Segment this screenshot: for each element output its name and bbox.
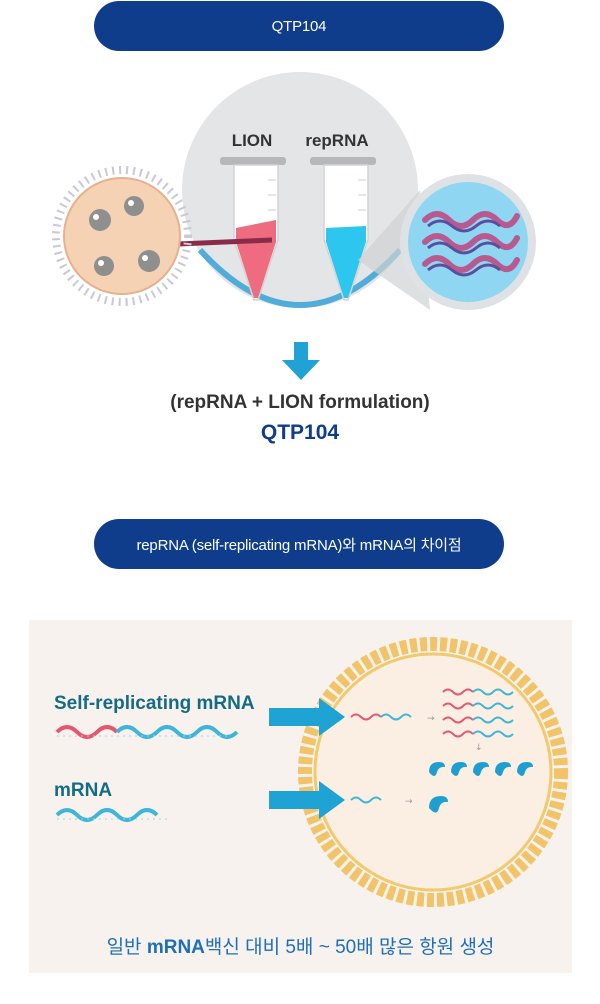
mrna-strand xyxy=(55,808,167,822)
entry-arrow-bottom xyxy=(269,781,345,819)
comparison-diagram: → ↓ → xyxy=(55,637,568,907)
mrna-label: mRNA xyxy=(54,780,113,801)
bottom-summary: 일반 mRNA백신 대비 5배 ~ 50배 많은 항원 생성 xyxy=(106,937,495,958)
self-replicating-strand xyxy=(55,725,239,739)
product-name: QTP104 xyxy=(260,421,340,444)
replication-strands: → ↓ xyxy=(350,688,514,753)
down-arrow-icon xyxy=(282,342,320,380)
reprna-tube xyxy=(310,157,376,301)
comparison-panel: → ↓ → Self-replicating mRNA mRNA 일반 mRN xyxy=(29,620,572,973)
svg-text:→: → xyxy=(427,714,435,724)
antigens-many xyxy=(429,762,533,776)
lion-label: LION xyxy=(232,131,273,150)
formulation-caption: (repRNA + LION formulation) xyxy=(170,392,430,413)
header-pill: QTP104 xyxy=(94,1,504,51)
lion-nanoparticle xyxy=(52,166,192,306)
comparison-pill: repRNA (self-replicating mRNA)와 mRNA의 차이… xyxy=(94,519,504,569)
self-replicating-label: Self-replicating mRNA xyxy=(54,693,255,714)
blue-arc xyxy=(197,247,403,308)
svg-text:↓: ↓ xyxy=(475,743,483,753)
formulation-diagram: LION repRNA xyxy=(52,72,536,380)
reprna-label: repRNA xyxy=(305,131,368,150)
entry-arrow-top xyxy=(269,698,345,736)
svg-text:→: → xyxy=(405,797,413,807)
nanoparticle-connector xyxy=(177,237,273,247)
mrna-translation: → xyxy=(350,796,448,813)
rna-zoom-circle xyxy=(400,174,536,310)
